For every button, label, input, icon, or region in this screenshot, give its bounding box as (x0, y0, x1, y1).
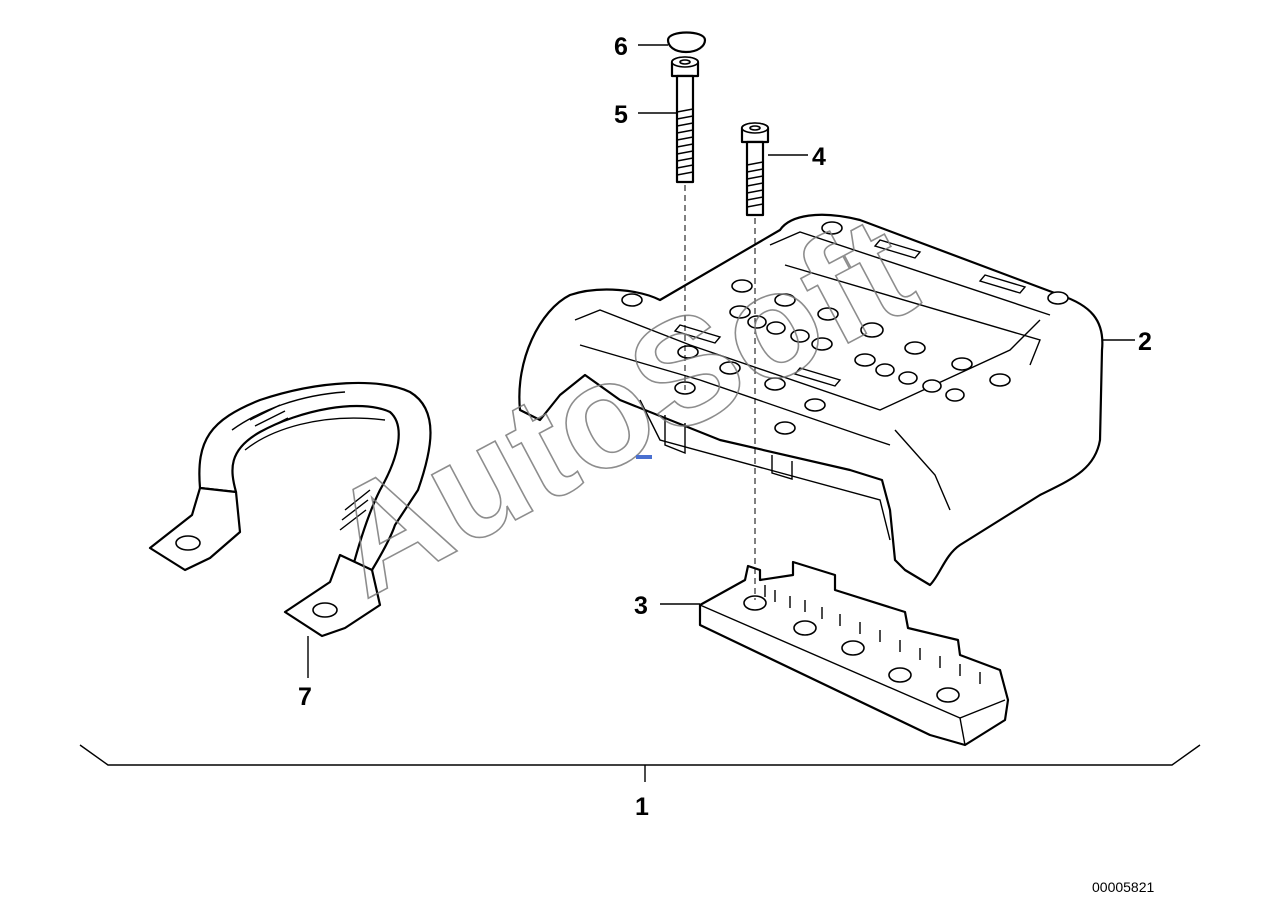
callout-3: 3 (634, 592, 648, 620)
bolt-part-5 (670, 56, 700, 390)
bolt-part-4 (740, 122, 770, 600)
blue-mark-icon (636, 455, 652, 459)
cap-part-6 (666, 31, 707, 54)
callout-6: 6 (614, 33, 628, 61)
callout-labels: 6 5 4 2 3 7 1 (298, 33, 1152, 821)
reference-number: 00005821 (1092, 879, 1155, 895)
callout-7: 7 (298, 683, 312, 711)
strap-part-7 (148, 381, 432, 678)
callout-1: 1 (635, 793, 649, 821)
callout-4: 4 (812, 143, 826, 171)
carrier-part-2 (518, 213, 1104, 587)
leader-lines (638, 44, 1135, 605)
assembly-bracket (79, 744, 1201, 782)
callout-2: 2 (1138, 328, 1152, 356)
callout-5: 5 (614, 101, 628, 129)
base-plate-part-3 (698, 560, 1010, 747)
